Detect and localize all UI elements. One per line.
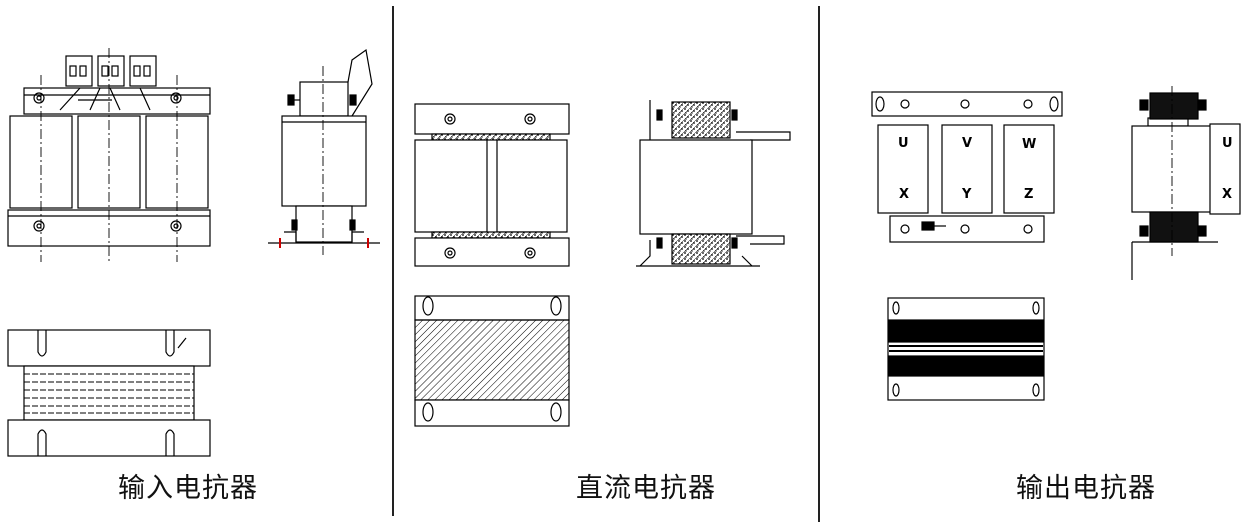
output-terminal-labels: U V W X Y Z U X xyxy=(898,136,1233,202)
terminal-label-u: U xyxy=(898,136,909,151)
side-terminal-label-x: X xyxy=(1222,187,1232,202)
input-reactor-side-view xyxy=(268,48,380,255)
terminal-label-y: Y xyxy=(961,187,972,202)
output-reactor-front-view xyxy=(871,91,1063,243)
output-reactor-side-view xyxy=(1131,86,1241,280)
panel-divider-left xyxy=(392,6,394,516)
input-reactor-lamination-view xyxy=(7,329,211,457)
dc-reactor-front-view xyxy=(414,103,570,267)
side-terminal-label-u: U xyxy=(1222,136,1233,151)
dc-reactor-core-view xyxy=(414,295,570,427)
terminal-label-v: V xyxy=(962,136,972,151)
panel-divider-right xyxy=(818,6,820,522)
output-reactor-caption: 输出电抗器 xyxy=(1016,473,1156,504)
output-reactor-core-view xyxy=(887,297,1045,401)
input-reactor-front-view xyxy=(7,48,211,262)
input-reactor-caption: 输入电抗器 xyxy=(118,473,258,504)
terminal-label-w: W xyxy=(1022,137,1036,152)
dc-reactor-side-view xyxy=(636,100,791,267)
terminal-label-x: X xyxy=(899,187,909,202)
terminal-label-z: Z xyxy=(1024,187,1033,202)
dc-reactor-caption: 直流电抗器 xyxy=(576,473,716,504)
